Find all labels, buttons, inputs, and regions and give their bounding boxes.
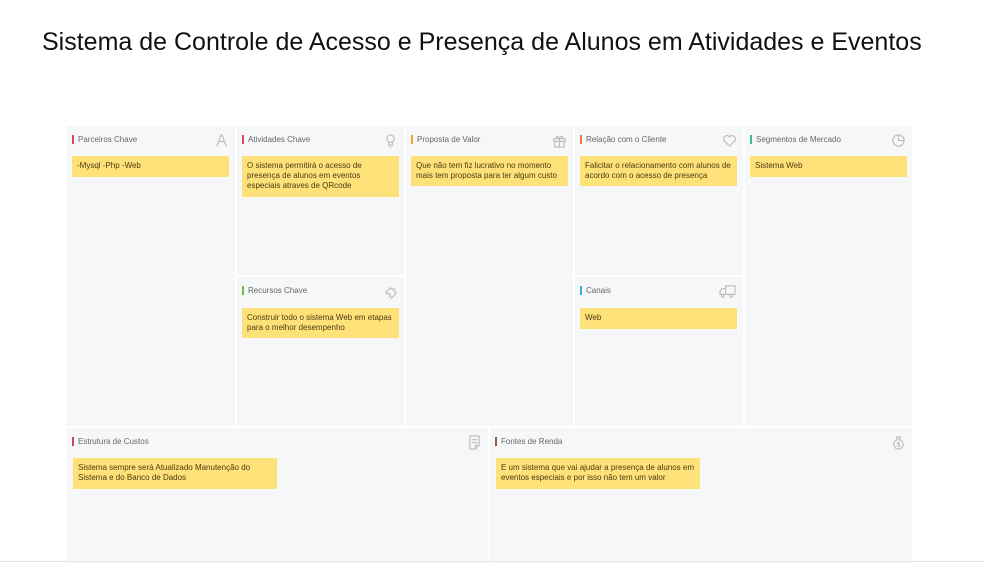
note-text: E um sistema que vai ajudar a presença d… [501, 463, 694, 482]
note-text: Que não tem fiz lucrativo no momento mai… [416, 161, 557, 180]
pie-chart-icon [890, 132, 906, 148]
panel-relacao-com-o-cliente: Relação com o Cliente Falicitar o relaci… [575, 126, 743, 275]
sticky-note[interactable]: Sistema Web [750, 156, 907, 177]
note-text: -Mysql -Php -Web [77, 161, 141, 170]
gift-icon [551, 132, 567, 148]
sticky-note[interactable]: Falicitar o relacionamento com alunos de… [580, 156, 737, 186]
panel-header: Segmentos de Mercado [750, 135, 841, 144]
panel-recursos-chave: Recursos Chave Construir todo o sistema … [237, 277, 404, 426]
document-icon [466, 434, 482, 450]
panel-header: Canais [580, 286, 611, 295]
heart-icon [721, 132, 737, 148]
panel-label: Canais [586, 286, 611, 295]
panel-header: Proposta de Valor [411, 135, 480, 144]
sticky-note[interactable]: Que não tem fiz lucrativo no momento mai… [411, 156, 568, 186]
note-text: Web [585, 313, 602, 322]
panel-header: Recursos Chave [242, 286, 307, 295]
color-bar [72, 437, 74, 446]
panel-header: Fontes de Renda [495, 437, 562, 446]
note-text: Construir todo o sistema Web em etapas p… [247, 313, 392, 332]
color-bar [242, 135, 244, 144]
panel-label: Parceiros Chave [78, 135, 138, 144]
sticky-note[interactable]: O sistema permitirá o acesso de presença… [242, 156, 399, 197]
color-bar [580, 135, 582, 144]
panel-label: Fontes de Renda [501, 437, 563, 446]
panel-atividades-chave: Atividades Chave O sistema permitirá o a… [237, 126, 404, 275]
panel-fontes-de-renda: Fontes de Renda E um sistema que vai aju… [490, 428, 912, 563]
color-bar [580, 286, 582, 295]
color-bar [242, 286, 244, 295]
panel-header: Relação com o Cliente [580, 135, 666, 144]
panel-label: Recursos Chave [248, 286, 308, 295]
business-model-canvas: Parceiros Chave -Mysql -Php -Web Ativida… [67, 126, 912, 563]
lightbulb-icon [382, 132, 398, 148]
panel-header: Atividades Chave [242, 135, 310, 144]
bottom-divider [0, 561, 984, 562]
truck-icon [717, 283, 737, 299]
note-text: Falicitar o relacionamento com alunos de… [585, 161, 731, 180]
panel-header: Estrutura de Custos [72, 437, 149, 446]
note-text: Sistema sempre será Atualizado Manutençã… [78, 463, 251, 482]
note-text: Sistema Web [755, 161, 803, 170]
color-bar [411, 135, 413, 144]
sticky-note[interactable]: E um sistema que vai ajudar a presença d… [496, 458, 700, 489]
panel-label: Relação com o Cliente [586, 135, 667, 144]
handshake-icon [213, 132, 229, 148]
panel-label: Segmentos de Mercado [756, 135, 841, 144]
panel-canais: Canais Web [575, 277, 743, 426]
color-bar [72, 135, 74, 144]
panel-segmentos-de-mercado: Segmentos de Mercado Sistema Web [745, 126, 912, 426]
panel-parceiros-chave: Parceiros Chave -Mysql -Php -Web [67, 126, 235, 426]
panel-estrutura-de-custos: Estrutura de Custos Sistema sempre será … [67, 428, 488, 563]
panel-proposta-de-valor: Proposta de Valor Que não tem fiz lucrat… [406, 126, 573, 426]
panel-label: Estrutura de Custos [78, 437, 149, 446]
sticky-note[interactable]: Web [580, 308, 737, 329]
money-bag-icon [890, 434, 906, 450]
sticky-note[interactable]: Construir todo o sistema Web em etapas p… [242, 308, 399, 338]
page-title: Sistema de Controle de Acesso e Presença… [42, 28, 922, 56]
sticky-note[interactable]: Sistema sempre será Atualizado Manutençã… [73, 458, 277, 489]
color-bar [750, 135, 752, 144]
panel-label: Atividades Chave [248, 135, 311, 144]
panel-label: Proposta de Valor [417, 135, 481, 144]
note-text: O sistema permitirá o acesso de presença… [247, 161, 362, 190]
puzzle-icon [382, 283, 398, 299]
color-bar [495, 437, 497, 446]
panel-header: Parceiros Chave [72, 135, 137, 144]
sticky-note[interactable]: -Mysql -Php -Web [72, 156, 229, 177]
